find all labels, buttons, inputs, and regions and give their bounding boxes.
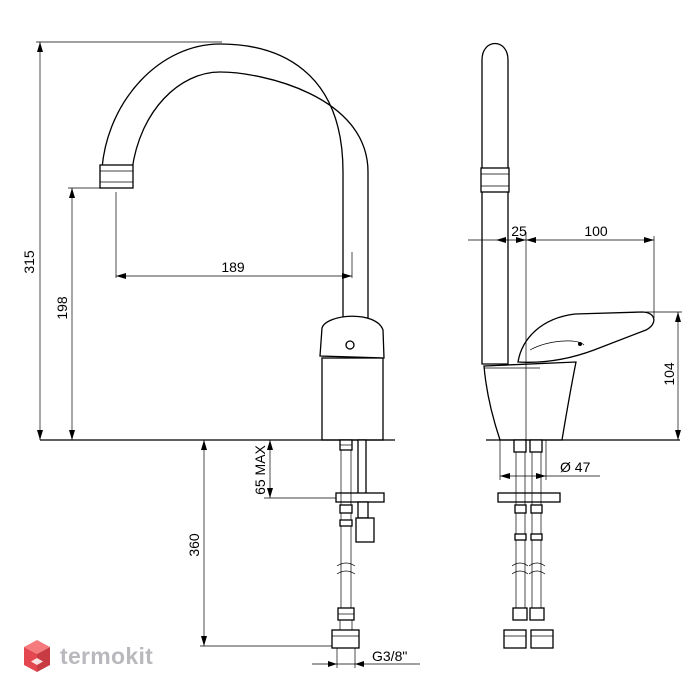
aerator-side [480,167,510,193]
dim-label-25: 25 [511,223,527,239]
dim-thread: G3/8" [312,648,420,668]
dim-total-height: 315 [21,41,222,440]
side-view: 25 100 104 Ø 47 [468,43,682,649]
handle [319,315,385,359]
spout-side [481,43,509,365]
brand-cube-icon [24,640,50,672]
mounting-plate [335,492,385,503]
dim-offset-and-handle: 25 100 [468,223,655,440]
dim-handle-height: 104 [646,311,682,440]
dim-label-100: 100 [584,223,608,239]
dim-spout-reach: 189 [115,192,353,279]
handle-side [517,311,655,363]
spout [101,43,369,319]
dim-label-198: 198 [54,296,70,320]
faucet-body-side [483,361,577,441]
faucet-body [321,357,384,441]
dim-label-360: 360 [186,533,202,557]
brand-name: termokit [60,642,154,669]
dim-max-thickness: 65 MAX [252,440,336,499]
dim-spout-height: 198 [54,187,116,440]
dim-hose-length: 360 [186,440,332,647]
aerator [99,164,134,189]
dim-label-65max: 65 MAX [252,444,268,494]
dim-label-47: Ø 47 [560,459,591,475]
handle-indicator [345,340,355,350]
dim-label-104: 104 [661,362,677,386]
dim-label-thread: G3/8" [372,648,407,664]
dim-label-315: 315 [21,250,37,274]
dim-base-diameter: Ø 47 [499,440,600,480]
supply-hose [331,450,360,649]
front-view: 315 198 189 65 MAX 36 [21,41,420,668]
dim-label-189: 189 [221,259,245,275]
termokit-logo: termokit [22,636,153,676]
mounting-nut [355,517,375,543]
hose-nut [331,629,360,649]
supply-hoses-side [503,452,554,649]
